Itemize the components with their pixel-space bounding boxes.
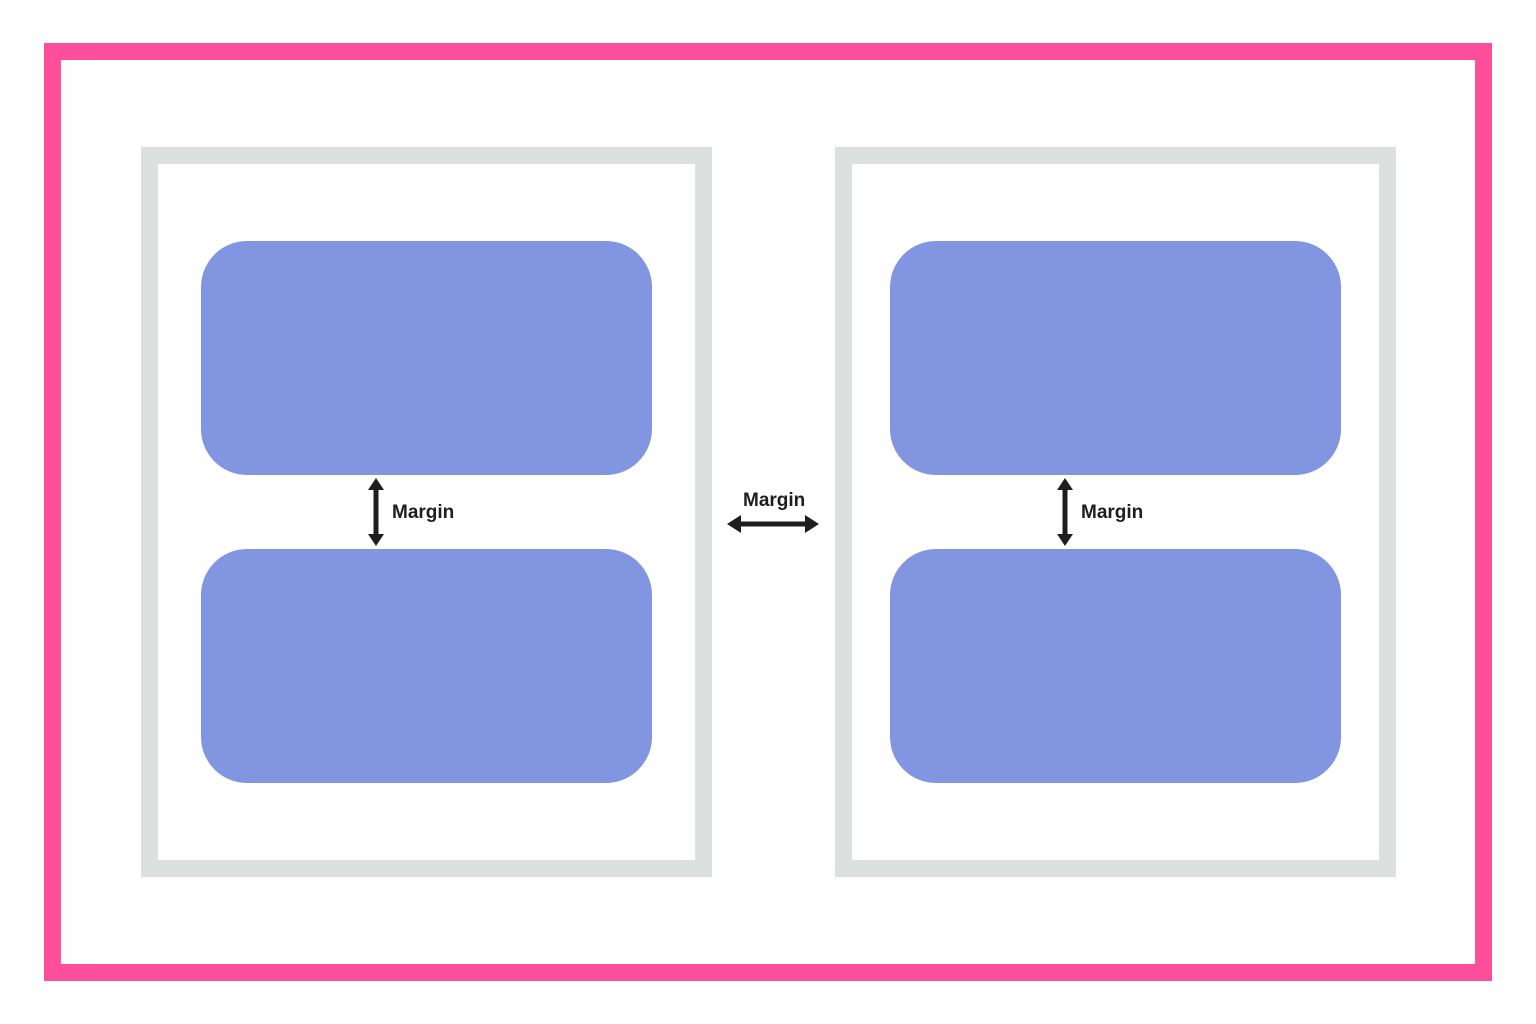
- right-margin-label: Margin: [1081, 502, 1144, 523]
- left-bottom-block: [201, 549, 652, 783]
- left-margin-label: Margin: [392, 502, 455, 523]
- left-vertical-double-arrow-icon: [368, 478, 384, 546]
- horizontal-double-arrow-icon: [727, 515, 819, 533]
- between-columns-margin-label: Margin: [743, 490, 806, 511]
- left-top-block: [201, 241, 652, 475]
- right-vertical-double-arrow-icon: [1057, 478, 1073, 546]
- right-top-block: [890, 241, 1341, 475]
- right-bottom-block: [890, 549, 1341, 783]
